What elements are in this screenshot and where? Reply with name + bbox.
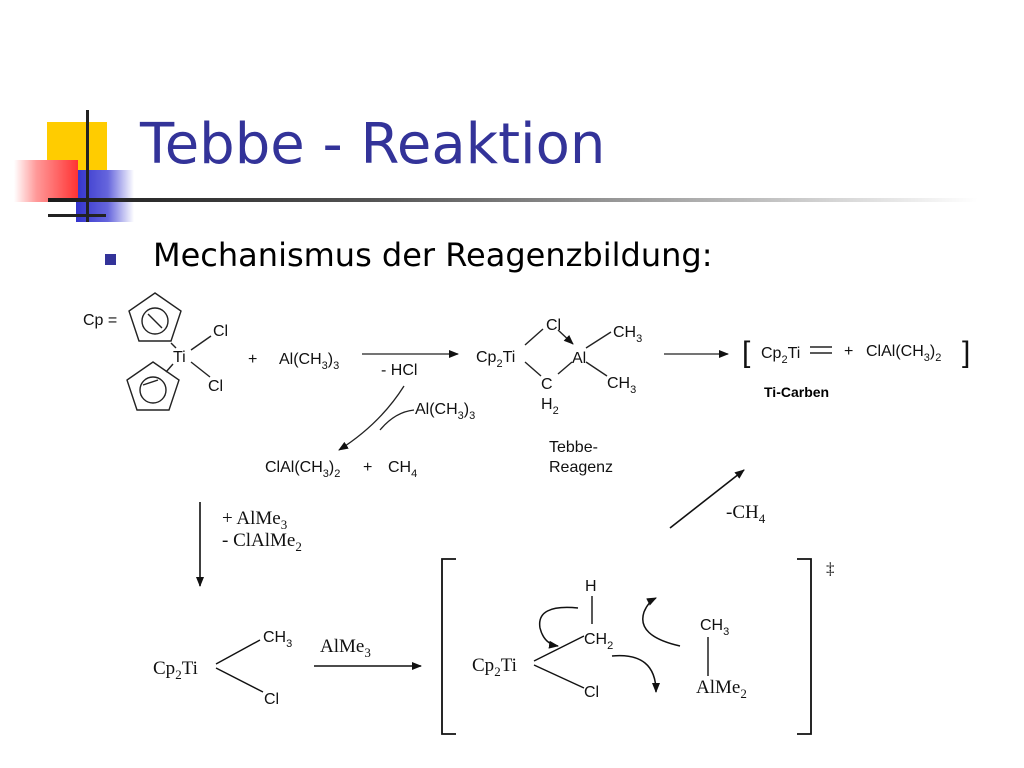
- ch3-top: CH3: [613, 324, 642, 345]
- title-underline: [48, 198, 978, 202]
- h2-bridge: H2: [541, 396, 559, 417]
- plus-sign-3: +: [844, 343, 853, 360]
- cl-atom-bottom: Cl: [208, 378, 223, 395]
- slide-title: Tebbe - Reaktion: [140, 112, 606, 177]
- cyclopentadienyl-ring-bottom: [126, 361, 180, 411]
- trimethylaluminum-1: Al(CH3)3: [279, 351, 339, 372]
- tebbe-label-1: Tebbe-: [549, 439, 598, 456]
- clal-carbene: ClAl(CH3)2: [866, 343, 941, 364]
- bullet-text: Mechanismus der Reagenzbildung:: [153, 236, 713, 274]
- curved-arrow-h-to-ti: [538, 606, 579, 649]
- ch2-transition: CH2: [584, 631, 613, 652]
- cl-al-dative-arrow: [557, 329, 574, 345]
- side-curved-arrow: [338, 385, 405, 451]
- plus-almet3-label: + AlMe3: [222, 508, 287, 532]
- ti-bonds: [165, 335, 212, 378]
- curved-arrow-ch3: [642, 597, 681, 647]
- plus-sign-1: +: [248, 351, 257, 368]
- bullet-square: [105, 254, 116, 265]
- deco-vertical-line: [86, 110, 89, 222]
- cl-transition: Cl: [584, 684, 599, 701]
- ch3-bottom: CH3: [607, 375, 636, 396]
- carbene-bracket-open: [: [742, 336, 751, 369]
- cp2ti-carbene: Cp2Ti: [761, 345, 800, 366]
- cl-atom-top: Cl: [213, 323, 228, 340]
- cyclopentadienyl-ring-top: [128, 292, 182, 342]
- side-curve-reagent: [379, 409, 415, 431]
- diagonal-arrow-ch4: [669, 469, 745, 529]
- transition-state-brackets: [441, 558, 812, 735]
- al-atom: Al: [572, 350, 586, 367]
- ch3-lower: CH3: [263, 629, 292, 650]
- cl-lower: Cl: [264, 691, 279, 708]
- cl-bridge: Cl: [546, 317, 561, 334]
- c-bridge: C: [541, 376, 553, 393]
- cp2ti-methyl-chloride: Cp2Ti: [153, 658, 198, 682]
- tebbe-bonds: [524, 328, 612, 377]
- h-atom-transition: H: [585, 578, 597, 595]
- ti-carben-label: Ti-Carben: [764, 384, 829, 400]
- plus-sign-2: +: [363, 459, 372, 476]
- double-dagger: ‡: [826, 559, 835, 578]
- deco-blue-square: [76, 170, 134, 222]
- almet3-reagent: AlMe3: [320, 636, 371, 660]
- cp2ti-tebbe: Cp2Ti: [476, 349, 515, 370]
- carbene-bracket-close: ]: [962, 336, 970, 369]
- ti-atom: Ti: [173, 349, 186, 366]
- almet2-transition: AlMe2: [696, 677, 747, 701]
- transition-bonds: [533, 596, 709, 689]
- methane-byproduct: CH4: [388, 459, 417, 480]
- tebbe-label-2: Reagenz: [549, 459, 613, 476]
- minus-ch4-label: -CH4: [726, 502, 766, 526]
- ch3-transition: CH3: [700, 617, 729, 638]
- minus-clalmet2-label: - ClAlMe2: [222, 530, 302, 554]
- trimethylaluminum-2: Al(CH3)3: [415, 401, 475, 422]
- curved-arrow-cl-to-al: [611, 654, 660, 693]
- cp2ti-transition: Cp2Ti: [472, 655, 517, 679]
- carbene-double-bond: [810, 346, 832, 354]
- minus-hcl-label: - HCl: [381, 362, 417, 379]
- deco-short-rule: [48, 214, 106, 217]
- ti-methyl-bonds: [215, 639, 264, 693]
- deco-red-square: [14, 160, 78, 202]
- cp-label: Cp =: [83, 312, 117, 329]
- byproduct-clal: ClAl(CH3)2: [265, 459, 340, 480]
